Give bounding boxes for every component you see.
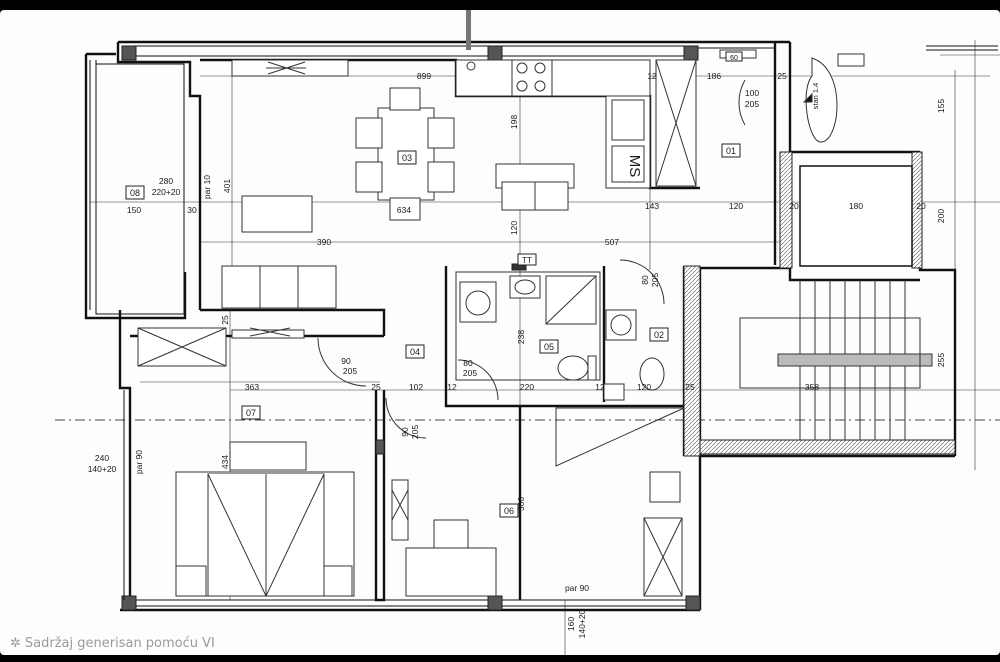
drain-icon: [466, 61, 476, 71]
dim-label: 240: [95, 453, 109, 463]
dim-label: 390: [317, 237, 331, 247]
dim-label: 186: [707, 71, 721, 81]
dim-label: 20: [789, 201, 799, 211]
dim-label: 238: [516, 330, 526, 344]
door-arc: [385, 397, 427, 439]
dimension-labels: 899 186 25 12 100 205 155 198 143 120 20…: [88, 71, 946, 638]
dim-label: 80: [463, 358, 473, 368]
dim-label: 205: [650, 273, 660, 287]
terrace-outline: [95, 63, 185, 315]
kitchen: [231, 59, 697, 189]
dim-label: 160: [566, 617, 576, 631]
dim-label: par 90: [565, 583, 589, 593]
bedroom2-furniture: [391, 407, 685, 597]
pipe-marker: [466, 10, 471, 50]
room-code-01: 01: [726, 146, 736, 156]
dim-label: 12: [595, 382, 605, 392]
dim-label: 100: [745, 88, 759, 98]
dim-label: 205: [410, 425, 420, 439]
dim-label: 155: [936, 99, 946, 113]
dim-label: 150: [127, 205, 141, 215]
room-code-05: 05: [544, 342, 554, 352]
wc-fixtures: [603, 309, 665, 401]
dim-label: 205: [463, 368, 477, 378]
dim-label: 358: [805, 382, 819, 392]
dim-label: 143: [645, 201, 659, 211]
floor-plan: 01 02 03 04 05 06 07 08 TT 60 899 186 25…: [55, 10, 1000, 655]
dim-label: 205: [343, 366, 357, 376]
dim-label: 140+20: [88, 464, 117, 474]
lift-shaft: [799, 165, 913, 267]
dim-label: 205: [745, 99, 759, 109]
dim-label: par 90: [134, 450, 144, 474]
dim-label: 120: [509, 221, 519, 235]
ms-label: MS: [626, 155, 643, 178]
dim-label: 120: [637, 382, 651, 392]
dim-label: 180: [849, 201, 863, 211]
room-code-04: 04: [410, 347, 420, 357]
room-code-07: 07: [246, 408, 256, 418]
dim-label: 20: [916, 201, 926, 211]
room-code-03: 03: [402, 153, 412, 163]
room-code-02: 02: [654, 330, 664, 340]
dim-label: 80: [640, 275, 650, 285]
floor-plan-sheet: 01 02 03 04 05 06 07 08 TT 60 899 186 25…: [0, 10, 1000, 655]
dim-label: 90: [400, 427, 410, 437]
dim-label: 12: [447, 382, 457, 392]
entry-area: [719, 49, 865, 143]
dim-label: 25: [777, 71, 787, 81]
dim-label: 634: [397, 205, 411, 215]
ai-disclaimer: ✲Sadržaj generisan pomoću VI: [10, 636, 215, 651]
dim-label: 300: [516, 497, 526, 511]
dim-label: 102: [409, 382, 423, 392]
bathroom-fixtures: [455, 259, 665, 401]
meter-tag: 60: [730, 55, 738, 62]
dim-label: 434: [220, 455, 230, 469]
sparkle-icon: ✲: [10, 636, 21, 651]
dim-label: stan 1.4: [811, 83, 820, 110]
tt-tag: TT: [522, 256, 532, 265]
dim-label: 120: [729, 201, 743, 211]
living-furniture: [221, 163, 575, 309]
dim-label: 899: [417, 71, 431, 81]
ai-disclaimer-text: Sadržaj generisan pomoću VI: [24, 636, 215, 651]
dim-label: 220+20: [152, 187, 181, 197]
dim-label: 12: [647, 71, 657, 81]
dim-label: 255: [936, 353, 946, 367]
dim-label: 280: [159, 176, 173, 186]
dim-label: 198: [509, 115, 519, 129]
dim-label: 25: [685, 382, 695, 392]
dim-label: 401: [222, 179, 232, 193]
room-code-06: 06: [504, 506, 514, 516]
room-tags: 01 02 03 04 05 06 07 08 TT 60: [125, 51, 743, 518]
dim-label: 25: [371, 382, 381, 392]
room-code-08: 08: [130, 188, 140, 198]
dim-label: par 10: [202, 175, 212, 199]
dim-label: 30: [187, 205, 197, 215]
dim-label: 90: [341, 356, 351, 366]
bedroom-furniture: [137, 327, 355, 598]
staircase: [739, 280, 933, 440]
dim-label: 140+20: [577, 609, 587, 638]
door-arc: [317, 337, 367, 387]
dim-label: 363: [245, 382, 259, 392]
dim-label: 200: [936, 209, 946, 223]
dim-label: 220: [520, 382, 534, 392]
dim-label: 25: [220, 315, 230, 325]
dim-label: 507: [605, 237, 619, 247]
